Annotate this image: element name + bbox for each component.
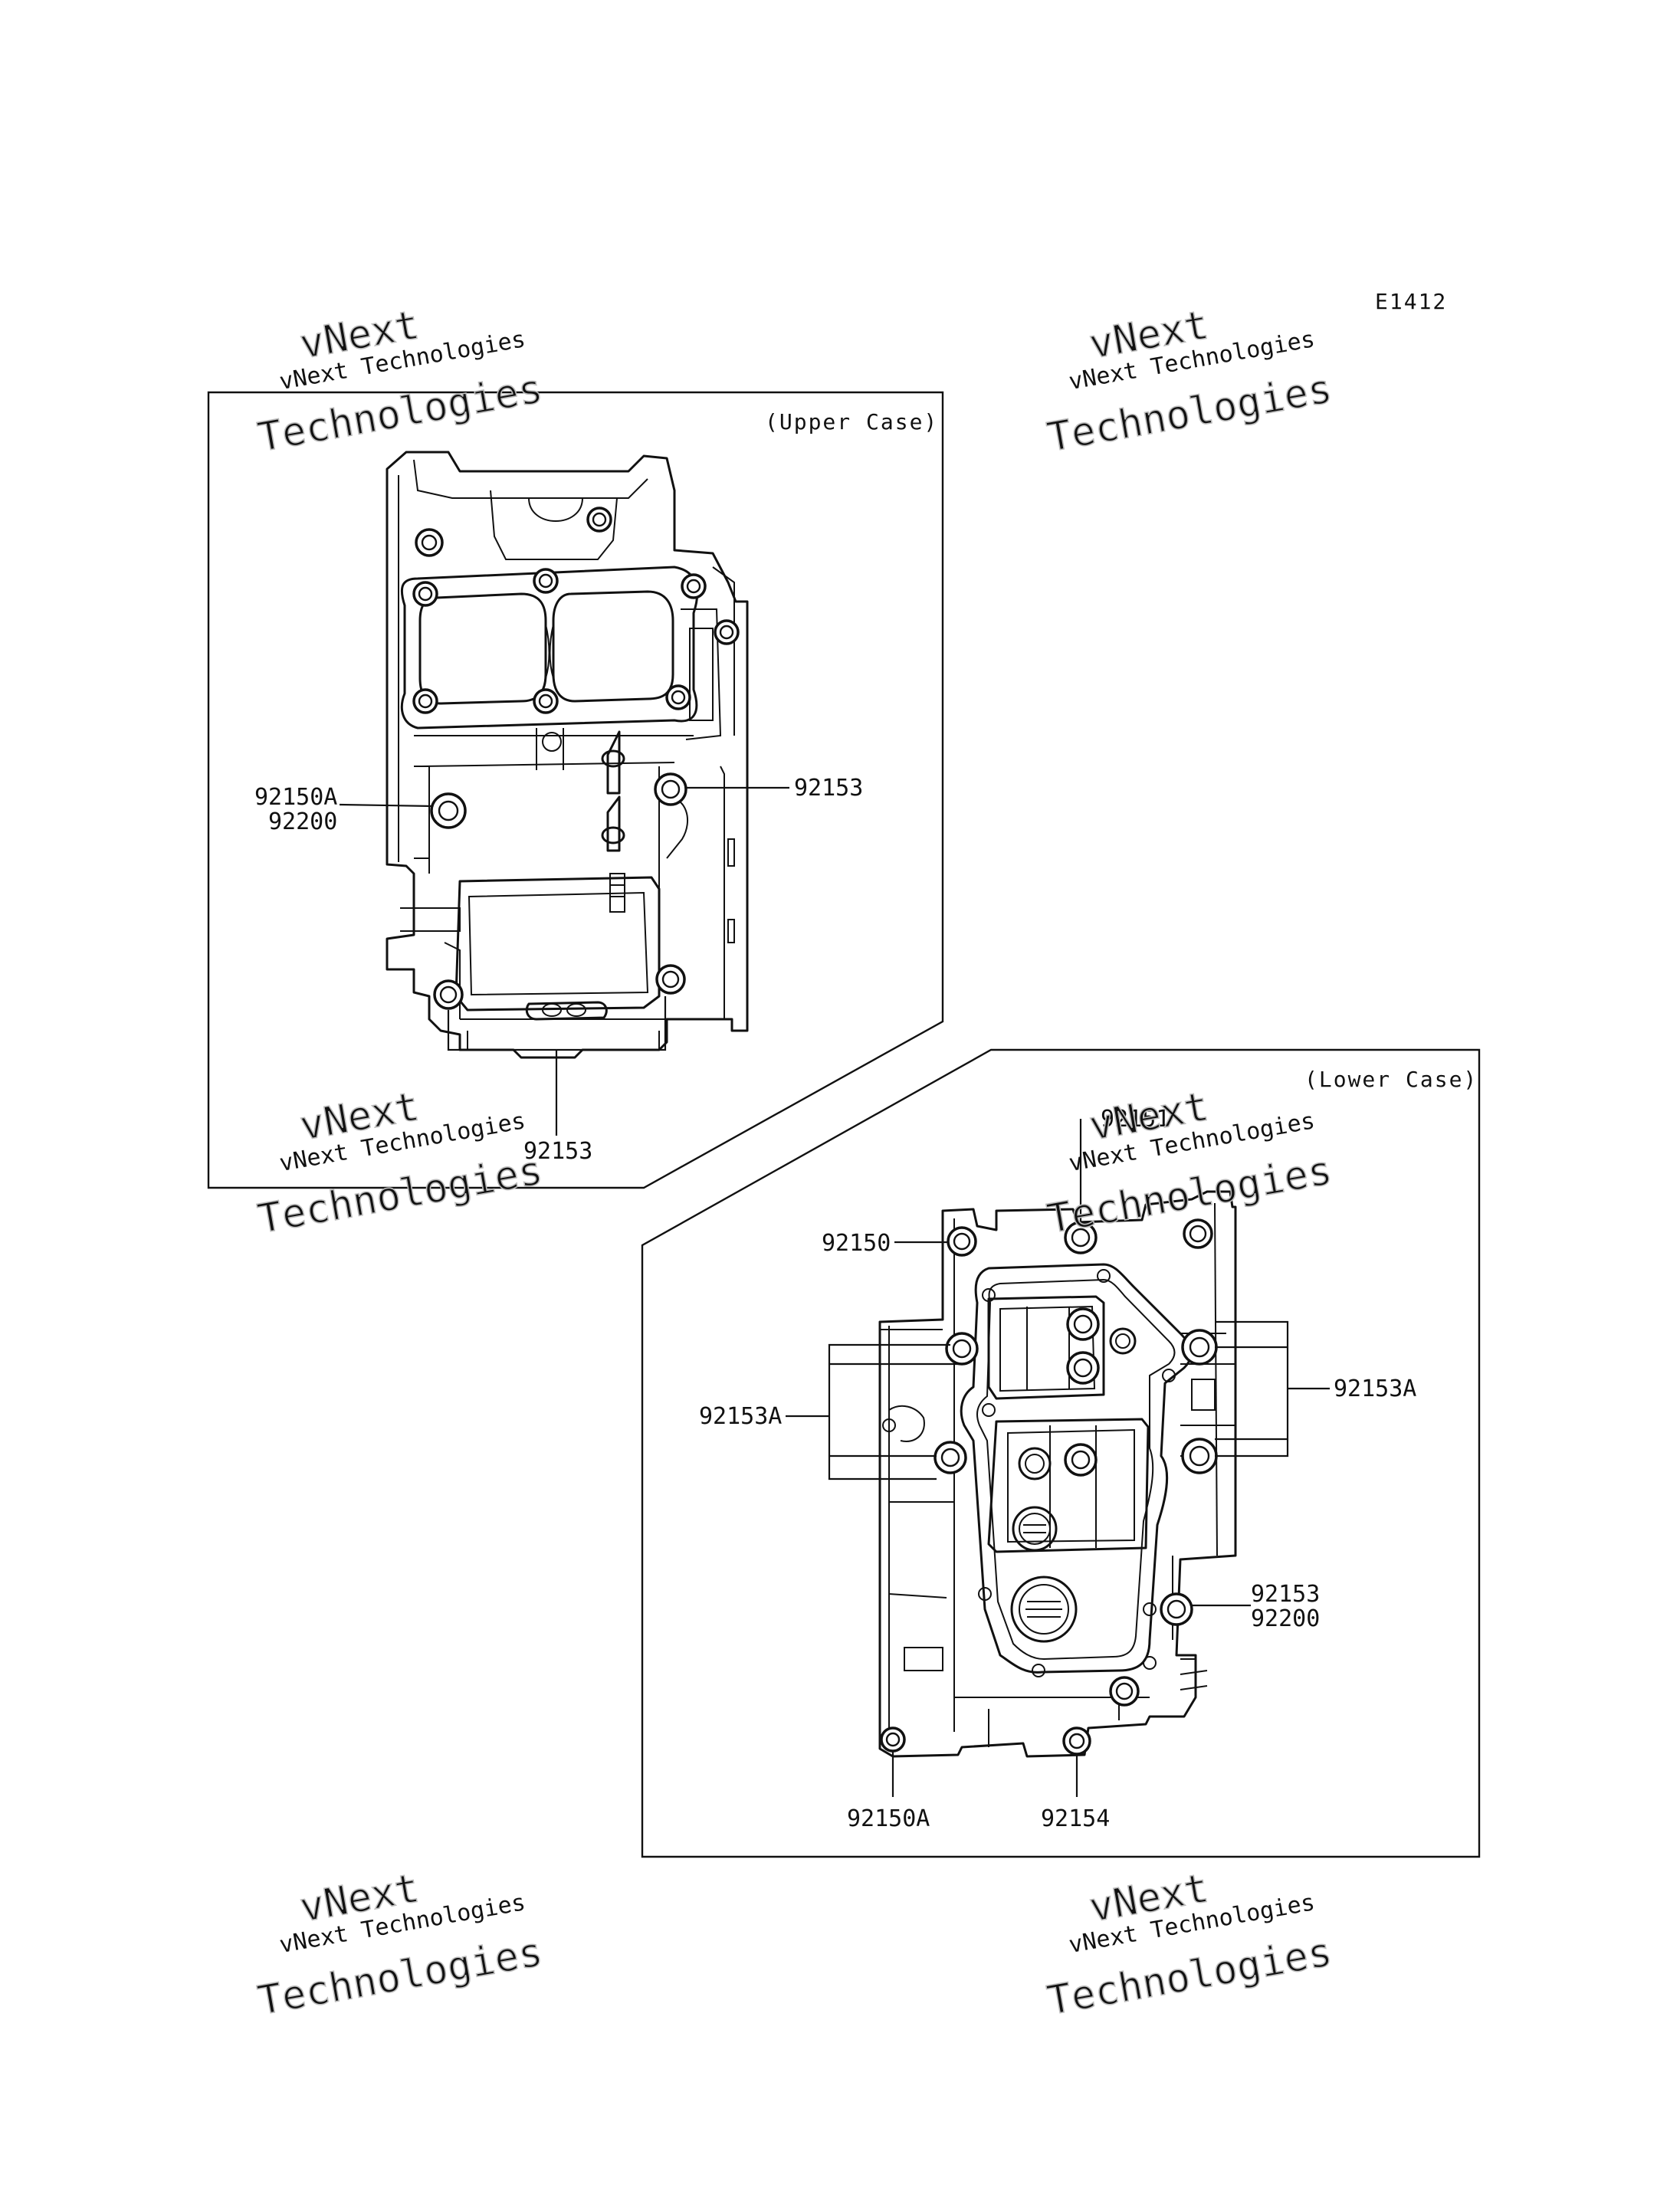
callout-92200-lower: 92200 [1251,1605,1320,1632]
bolt-icon [586,507,612,533]
bolt-icon [415,528,444,557]
watermark-top-right: vNext vNext Technologies Technologies [1043,301,1336,461]
watermark-bottom-left: vNext vNext Technologies Technologies [254,1864,546,2025]
bolt-icon [945,1332,979,1366]
callout-92151: 92151 [1101,1106,1170,1133]
bolt-icon [654,772,687,806]
bolt-icon [681,573,707,599]
bolt-icon [1183,1218,1213,1249]
watermark-middle-left: vNext vNext Technologies Technologies [254,1083,546,1243]
upper-bolts [412,507,740,1010]
upper-crankcase-drawing [386,451,749,1059]
bolt-icon [1181,1438,1218,1474]
lower-bolts [880,1218,1218,1756]
bolt-icon [1181,1329,1218,1366]
bolt-icon [1062,1726,1091,1756]
bolt-icon [533,568,559,594]
bolt-icon [1109,1676,1140,1707]
bolt-icon [1064,1443,1098,1477]
upper-leaders [339,786,789,1136]
callout-92153-upper-bottom: 92153 [523,1138,592,1165]
callout-92153a-right: 92153A [1334,1376,1416,1402]
callout-92150a-lower: 92150A [847,1805,930,1832]
bolt-icon [714,619,740,645]
diagram-code: E1412 [1375,289,1447,314]
lower-crankcase-drawing [878,1190,1237,1758]
callout-92154: 92154 [1041,1805,1110,1832]
lower-case-frame [641,1048,1481,1858]
bolt-icon [430,792,467,829]
upper-case-panel: (Upper Case) [207,391,944,1189]
lower-case-panel: (Lower Case) [641,1048,1481,1858]
callout-92153-lower: 92153 [1251,1581,1320,1608]
bolt-icon [947,1226,977,1257]
watermark-top-left: vNext vNext Technologies Technologies [254,301,546,461]
lower-case-title: (Lower Case) [1304,1067,1478,1092]
watermark-bottom-right: vNext vNext Technologies Technologies [1043,1864,1336,2025]
upper-case-frame [207,391,944,1189]
bolt-icon [655,964,686,995]
bolt-icon [1064,1221,1098,1254]
callout-92153-upper-right: 92153 [794,775,863,802]
bolt-icon [1066,1307,1100,1341]
callout-92150: 92150 [822,1230,891,1257]
callout-92200-upper: 92200 [268,808,337,835]
upper-case-title: (Upper Case) [765,409,938,434]
bolt-icon [433,979,464,1010]
bolt-icon [412,581,438,607]
bolt-icon [665,684,691,710]
bolt-icon [934,1441,967,1474]
watermark-middle-right: vNext vNext Technologies Technologies [1043,1083,1336,1243]
bolt-icon [880,1726,906,1753]
bolt-icon [533,688,559,714]
bolt-icon [1066,1351,1100,1385]
bolt-icon [412,688,438,714]
callout-92153a-left: 92153A [699,1403,782,1430]
bolt-icon [1160,1592,1193,1626]
callout-92150a-upper: 92150A [254,784,337,811]
lower-leaders [786,1119,1330,1797]
